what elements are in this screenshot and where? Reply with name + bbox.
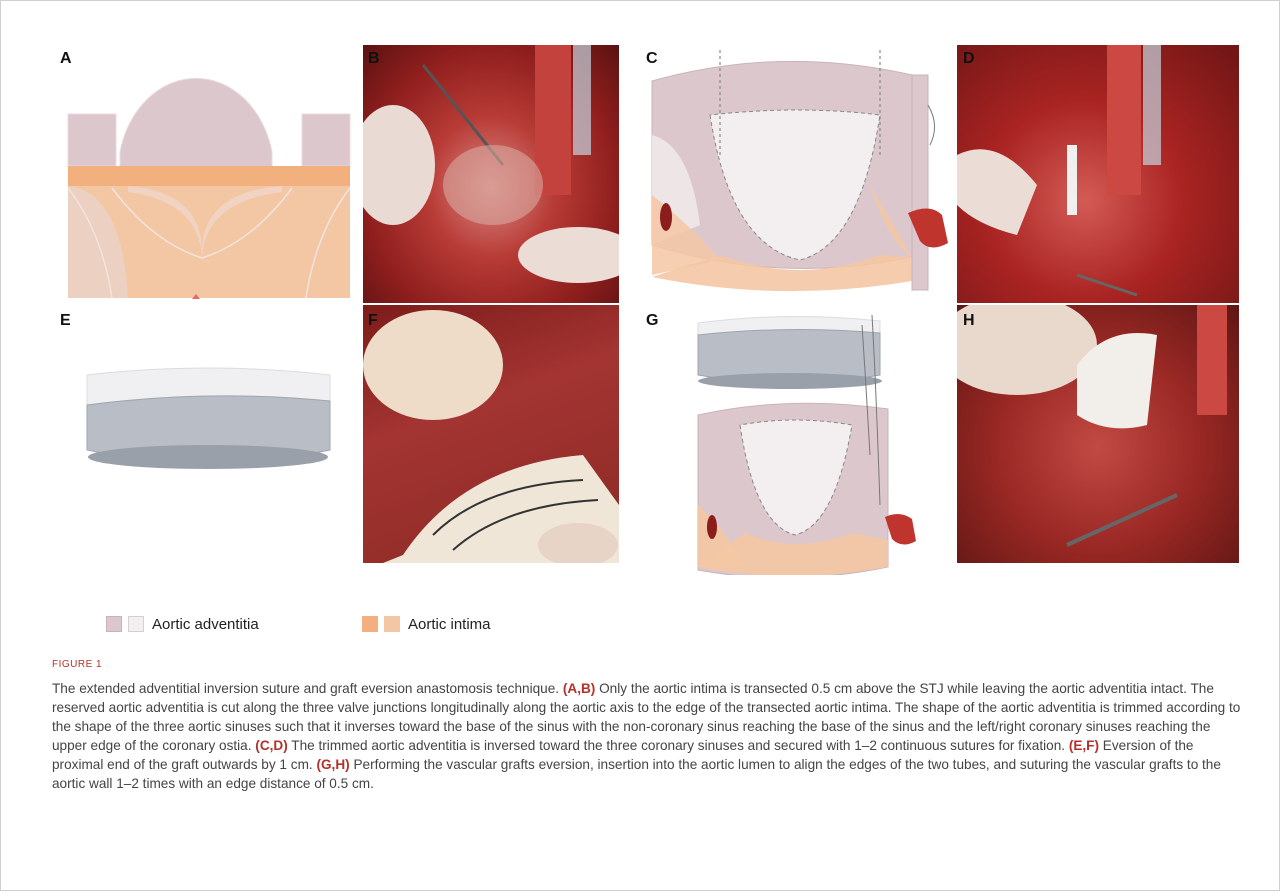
caption-text-cd: The trimmed aortic adventitia is inverse…	[291, 738, 1065, 753]
intima-band	[68, 166, 350, 186]
panel-b-letter: B	[368, 50, 380, 68]
caption-ref-cd: (C,D)	[255, 738, 287, 753]
panel-c	[630, 45, 950, 303]
right-flap	[302, 114, 350, 166]
panel-h-letter: H	[963, 312, 975, 330]
swatch-intima-dark	[362, 616, 378, 632]
panel-f-photo	[363, 305, 619, 563]
panel-g-diagram	[630, 305, 950, 575]
panel-a-letter: A	[60, 50, 72, 68]
panel-a	[52, 42, 352, 302]
swatch-adventitia-dark	[106, 616, 122, 632]
panel-e	[52, 305, 352, 563]
caption-intro: The extended adventitial inversion sutur…	[52, 681, 559, 696]
glove	[957, 305, 1097, 395]
glove-left	[363, 105, 435, 225]
panel-f-letter: F	[368, 312, 378, 330]
legend-adventitia-label: Aortic adventitia	[152, 616, 259, 633]
legend-adventitia: Aortic adventitia	[106, 612, 259, 636]
coronary-button	[885, 514, 916, 545]
panel-d-photo	[957, 45, 1239, 303]
suture-thread	[928, 105, 935, 145]
caption-ref-ab: (A,B)	[563, 681, 595, 696]
panel-e-letter: E	[60, 312, 71, 330]
panel-d-illustration	[957, 45, 1239, 303]
panel-e-diagram	[52, 305, 352, 563]
panel-d-letter: D	[963, 50, 975, 68]
coronary-ostium	[707, 515, 717, 539]
panel-c-diagram	[630, 45, 950, 303]
cannula	[1197, 305, 1227, 415]
needle-holder	[1077, 275, 1137, 295]
adventitia-edge	[912, 75, 928, 290]
swatch-adventitia-light	[128, 616, 144, 632]
tissue	[443, 145, 543, 225]
legend-intima: Aortic intima	[362, 612, 491, 636]
panel-h-photo	[957, 305, 1239, 563]
panel-a-diagram	[52, 42, 352, 302]
sinus-flap	[120, 78, 272, 167]
figure-caption: The extended adventitial inversion sutur…	[52, 680, 1242, 793]
glove	[957, 149, 1037, 235]
panel-b-illustration	[363, 45, 619, 303]
panel-b-photo	[363, 45, 619, 303]
figure-label: FIGURE 1	[52, 659, 102, 670]
left-flap	[68, 114, 116, 166]
clear-tube	[1143, 45, 1161, 165]
legend-intima-label: Aortic intima	[408, 616, 491, 633]
panel-c-letter: C	[646, 50, 658, 68]
panel-g	[630, 305, 950, 575]
clear-tube	[573, 45, 591, 155]
caption-ref-ef: (E,F)	[1069, 738, 1099, 753]
coronary-ostium	[660, 203, 672, 231]
graft-bottom	[698, 373, 882, 389]
panel-g-letter: G	[646, 312, 658, 330]
swatch-intima-light	[384, 616, 400, 632]
clamp	[1067, 495, 1177, 545]
glove-top	[363, 310, 503, 420]
graft-bottom	[88, 445, 328, 469]
caption-ref-gh: (G,H)	[316, 757, 349, 772]
panel-f-illustration	[363, 305, 619, 563]
panel-h-illustration	[957, 305, 1239, 563]
glove-right	[518, 227, 619, 283]
suture-packet	[1067, 145, 1077, 215]
cannula	[1107, 45, 1141, 195]
